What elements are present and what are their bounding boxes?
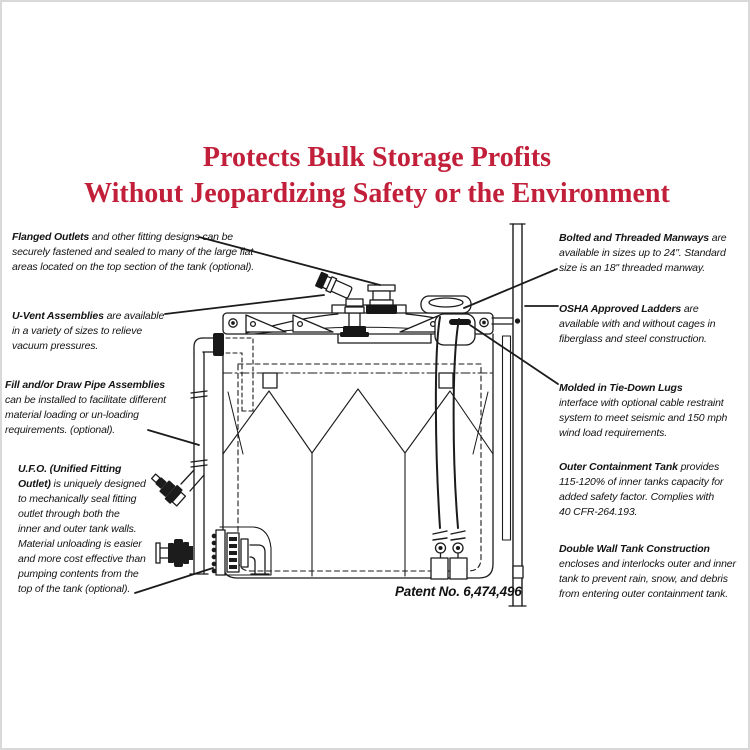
note-fill-draw-lead: Fill and/or Draw Pipe Assemblies: [5, 379, 165, 391]
note-bolted-threaded-manways: Bolted and Threaded Manways are availabl…: [559, 232, 727, 274]
leader-ufo: [134, 567, 214, 594]
note-molded-tie-down-lugs: Molded in Tie-Down Lugs interface with o…: [559, 382, 728, 439]
u-vent-graphic: [315, 271, 369, 337]
leader-tie-down: [469, 324, 559, 385]
tie-down-cables: [430, 313, 476, 580]
note-flanged-outlets: Flanged Outlets and other fitting design…: [12, 231, 255, 273]
flanged-outlet-graphic: [366, 284, 397, 314]
note-u-vent-assemblies: U-Vent Assemblies are available in a var…: [12, 310, 165, 352]
inner-tank-dashed-outline: [237, 363, 482, 572]
note-fill-draw-pipe: Fill and/or Draw Pipe Assemblies can be …: [5, 379, 166, 436]
note-double-wall-construction: Double Wall Tank Construction encloses a…: [559, 543, 736, 600]
note-flanged-outlets-lead: Flanged Outlets: [12, 231, 90, 243]
manway-graphic: [420, 295, 472, 314]
note-containment-lead: Outer Containment Tank: [559, 461, 678, 473]
internal-fill-pipe-dashed: [225, 337, 254, 412]
ladder-graphic: [491, 223, 527, 607]
note-u-vent-lead: U-Vent Assemblies: [12, 310, 104, 322]
leader-u-vent: [164, 294, 325, 315]
leader-lines: [134, 236, 559, 594]
page-title-line1: Protects Bulk Storage Profits: [202, 142, 552, 173]
note-double-wall-lead: Double Wall Tank Construction: [559, 543, 710, 555]
page-title: Protects Bulk Storage Profits Without Je…: [2, 140, 748, 212]
note-unified-fitting-outlet: U.F.O. (Unified Fitting Outlet) is uniqu…: [18, 463, 146, 595]
leader-flanged-outlets: [198, 236, 381, 286]
page-title-line2: Without Jeopardizing Safety or the Envir…: [84, 178, 670, 209]
patent-number: Patent No. 6,474,496: [395, 584, 522, 599]
note-ladders-lead: OSHA Approved Ladders: [559, 303, 682, 315]
note-manways-lead: Bolted and Threaded Manways: [559, 232, 709, 244]
note-outer-containment-tank: Outer Containment Tank provides 115-120%…: [559, 461, 724, 518]
leader-fill-draw: [147, 429, 200, 446]
fill-pipe-graphic: [150, 333, 224, 575]
note-osha-approved-ladders: OSHA Approved Ladders are available with…: [559, 303, 716, 345]
note-ufo-lead: U.F.O. (Unified Fitting Outlet): [18, 463, 122, 490]
camlock-fitting: [150, 473, 187, 507]
tank-outline: [222, 333, 494, 579]
leader-manways: [463, 268, 558, 309]
ufo-graphic: [155, 526, 272, 576]
note-tie-down-lead: Molded in Tie-Down Lugs: [559, 382, 683, 394]
